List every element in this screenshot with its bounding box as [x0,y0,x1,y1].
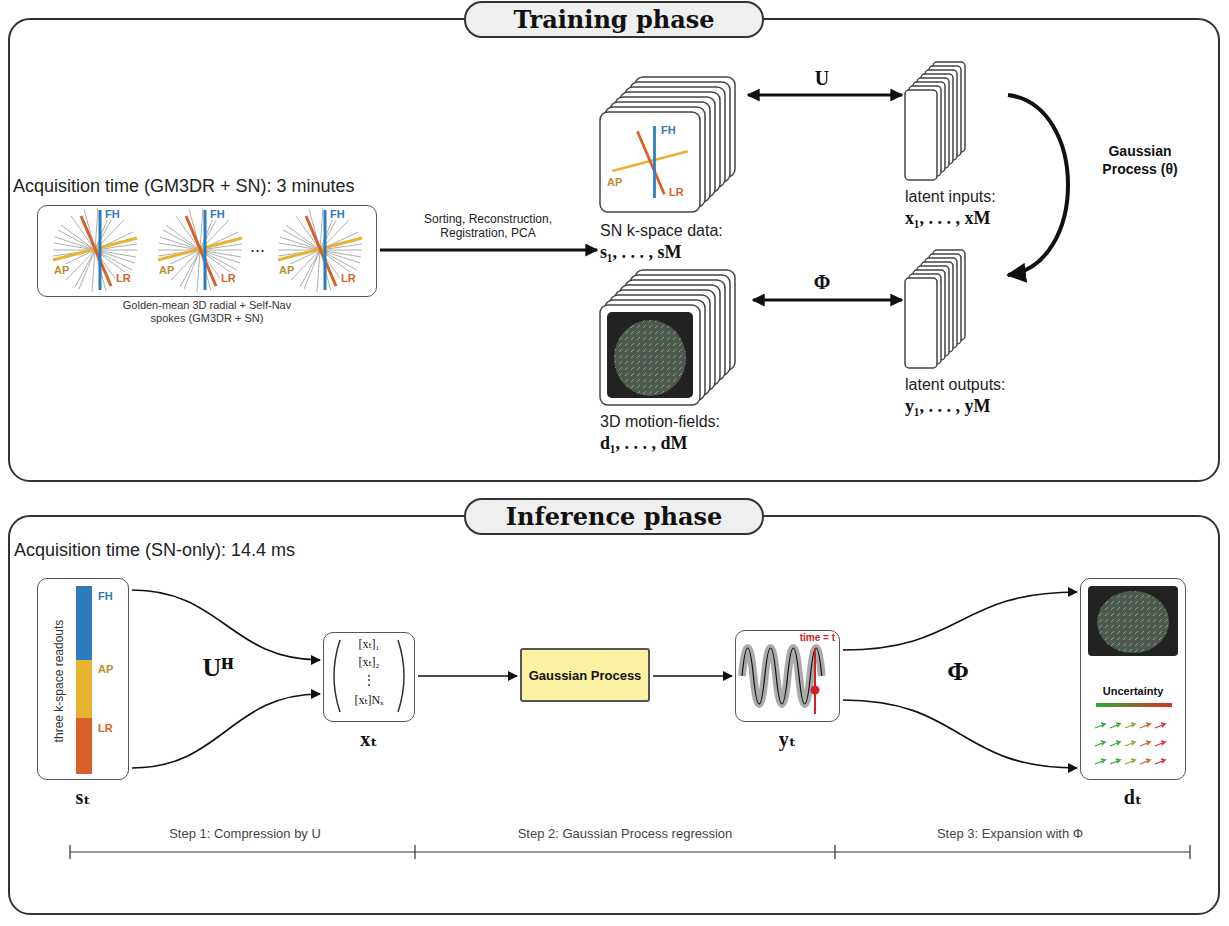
connector-arrow [843,700,1077,768]
output-box: Uncertaintydₜ [1080,578,1186,780]
stack-symbol: x₁, . . . , xM [905,207,1005,229]
box-symbol: sₜ [75,785,90,809]
connector-arrow [1008,95,1068,275]
process-text: Gaussian Process [529,668,642,683]
axis-name: LR [668,186,685,198]
box-symbol: dₜ [1124,785,1143,809]
radial-images [53,208,362,292]
connector-arrow [653,675,732,677]
plot-text: time = t [800,632,835,643]
stack-symbol: d₁, . . . , dM [600,432,750,454]
connector-arrow [843,592,1077,650]
latent-input-stack [905,62,965,180]
connector-arrow [753,299,902,302]
step-axis [70,845,1190,859]
process-box: Gaussian Process [520,648,650,702]
axis-name: FH [104,208,121,220]
panel: Training phaseAcquisition time (GM3DR + … [8,18,1220,482]
uncertainty-arrows [1095,723,1165,764]
box-symbol: yₜ [779,727,796,751]
edge-label: Gaussian Process (θ) [1095,142,1185,178]
vector-entry: [xₜ]Nₓ [324,693,414,707]
stack-node: latent outputs:y₁, . . . , yM [905,250,1005,417]
edge-label: Φ [947,657,969,687]
note-text: ... [250,236,265,257]
axis-name: FH [329,208,346,220]
axis-name: AP [53,264,70,276]
stack-heading: SN k-space data: [600,220,745,241]
stack-heading: latent outputs: [905,374,1005,395]
kspace-spokes [612,126,688,198]
box-symbol: xₜ [360,727,377,751]
edge-label: U [815,67,829,90]
axis-name: FH [660,124,677,136]
edge-label: Uᴴ [202,653,233,683]
stack-symbol: y₁, . . . , yM [905,395,1005,417]
connector-arrow [380,249,597,252]
vector-entry: [xₜ]₁ [324,637,414,651]
box-heading: Acquisition time (GM3DR + SN): 3 minutes [13,176,355,197]
connector-arrow [748,94,902,97]
panel-heading: Inference phase [464,498,764,535]
axis-name: LR [340,272,357,284]
note-text: Step 3: Expansion with Φ [937,826,1083,841]
motion-stack [600,270,735,405]
acquisition-box: Acquisition time (GM3DR + SN): 3 minutes… [37,205,377,297]
signal-box: three k-space readoutssₜ [37,578,129,780]
edge-label: Φ [814,271,831,294]
connector-arrow [132,694,320,768]
connector-arrow [132,590,320,660]
stack-node: SN k-space data:s₁, . . . , sM [600,75,745,263]
edge-label: Sorting, Reconstruction, Registration, P… [408,212,568,240]
axis-name: FH [209,208,226,220]
legend-text: Uncertainty [1081,685,1185,697]
axis-name: LR [97,722,114,734]
note-text: Step 1: Compression by U [169,826,321,841]
stack-heading: latent inputs: [905,186,1005,207]
sine-plot [742,648,822,714]
axis-name: LR [220,272,237,284]
motion-image [607,312,693,398]
panel-heading: Training phase [464,1,764,38]
stack-heading: 3D motion-fields: [600,411,750,432]
note-text: Acquisition time (SN-only): 14.4 ms [14,540,295,561]
vector-entry: ⋮ [324,673,414,687]
axis-name: AP [278,264,295,276]
latent-output-stack [905,250,965,368]
kspace-stack [600,77,735,212]
connector-arrow [418,675,517,677]
note-text: Step 2: Gaussian Process regression [518,826,733,841]
vector-box: [xₜ]₁[xₜ]₂⋮[xₜ]Nₓxₜ [323,632,415,722]
vector-entry: [xₜ]₂ [324,655,414,669]
axis-name: FH [97,590,114,602]
axis-name: AP [606,176,623,188]
stack-node: latent inputs:x₁, . . . , xM [905,62,1005,229]
box-caption: Golden-mean 3D radial + Self-Nav spokes … [120,299,295,325]
panel: Inference phasethree k-space readoutssₜ[… [8,515,1220,915]
axis-name: AP [97,663,114,675]
axis-text: three k-space readouts [52,620,66,743]
stack-symbol: s₁, . . . , sM [600,241,745,263]
plot-box: time = tyₜ [735,630,840,722]
axis-name: LR [115,272,132,284]
axis-name: AP [158,264,175,276]
readout-bars [76,586,92,774]
stack-node: 3D motion-fields:d₁, . . . , dM [600,270,750,454]
